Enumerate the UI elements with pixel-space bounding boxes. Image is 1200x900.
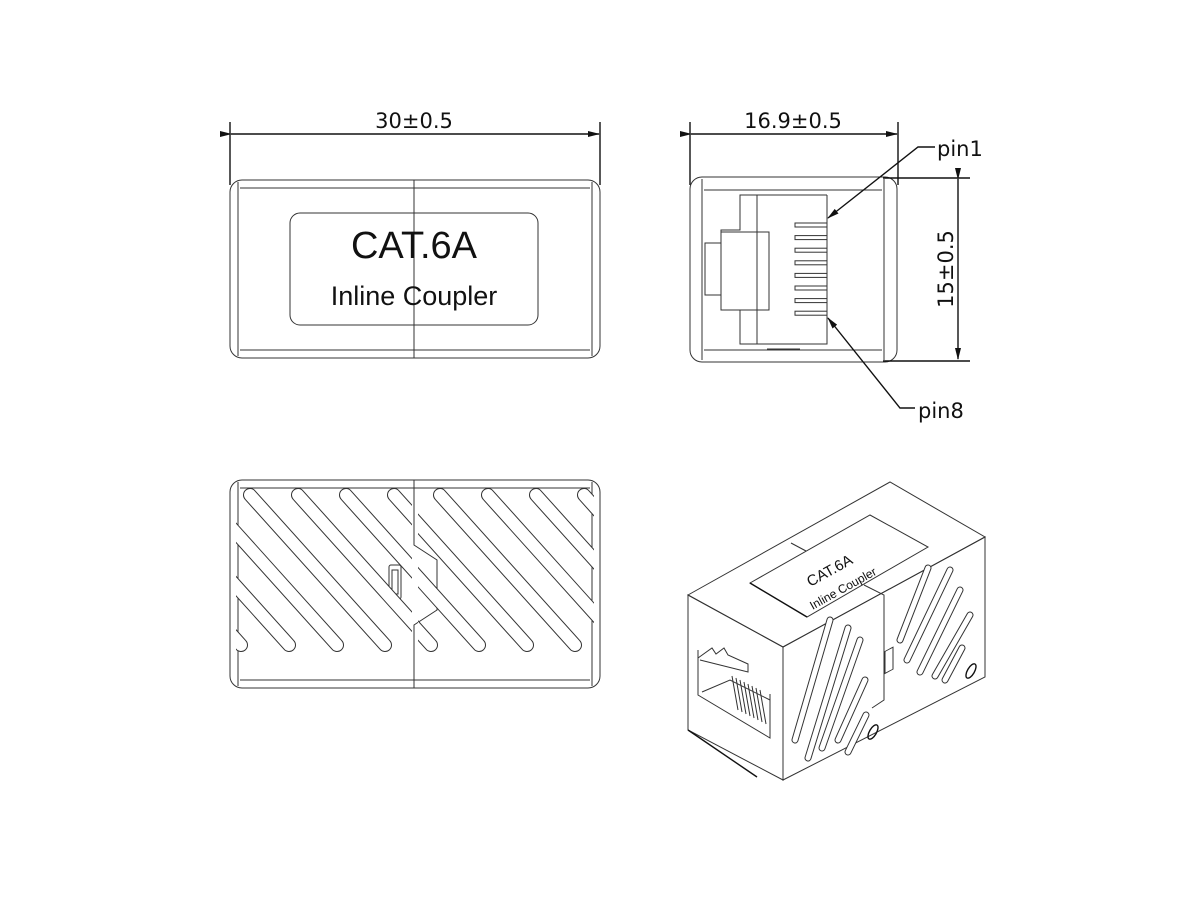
front-view: 30±0.5 CAT.6A Inline Coupler (220, 109, 601, 359)
iso-vent-slots (791, 564, 974, 762)
width-dimension-label: 16.9±0.5 (744, 109, 842, 133)
iso-latch-slot (884, 646, 894, 675)
iso-pin (755, 687, 763, 723)
iso-screw-hole (965, 663, 977, 679)
width-dimension-label: 30±0.5 (375, 109, 453, 133)
vent-slot (632, 495, 767, 645)
iso-pin (751, 685, 759, 721)
iso-rj45-port (697, 647, 771, 739)
side-view: 16.9±0.5 15±0.5 pin1 pin8 (680, 109, 983, 423)
iso-pin (731, 675, 739, 711)
vent-slot (236, 628, 248, 652)
iso-pin (747, 683, 755, 719)
pin (794, 235, 828, 241)
pin (794, 298, 828, 304)
center-latch-seam (413, 480, 438, 688)
iso-pin (735, 677, 743, 713)
pin1-label: pin1 (937, 137, 983, 161)
iso-pin (739, 679, 747, 715)
vent-slots-left (236, 488, 412, 652)
pin (794, 260, 828, 266)
coupler-bottom (229, 479, 601, 689)
label-title: CAT.6A (351, 225, 478, 267)
iso-front-face (687, 594, 784, 781)
bottom-view (229, 479, 815, 689)
iso-pin (743, 681, 751, 717)
coupler-end (689, 176, 898, 363)
coupler-body (229, 179, 601, 359)
iso-side-face (782, 536, 986, 781)
pin (794, 285, 828, 291)
vent-slot (577, 488, 594, 517)
label-subtitle: Inline Coupler (331, 281, 498, 311)
pin8-label: pin8 (918, 399, 964, 423)
isometric-view: CAT.6A Inline Coupler (686, 481, 987, 781)
label-plate (289, 212, 539, 326)
pin8-leader (827, 317, 915, 409)
jack-pins (794, 222, 828, 316)
iso-pin (759, 689, 767, 725)
pin (794, 247, 828, 253)
pin (794, 222, 828, 228)
rj45-jack (704, 194, 828, 345)
vent-slots-right (418, 488, 815, 652)
pin1-leader (827, 146, 935, 219)
height-dimension-label: 15±0.5 (934, 230, 958, 308)
pin (794, 310, 828, 316)
pin (794, 272, 828, 278)
vent-slot (680, 495, 815, 645)
iso-screw-hole (867, 724, 879, 740)
